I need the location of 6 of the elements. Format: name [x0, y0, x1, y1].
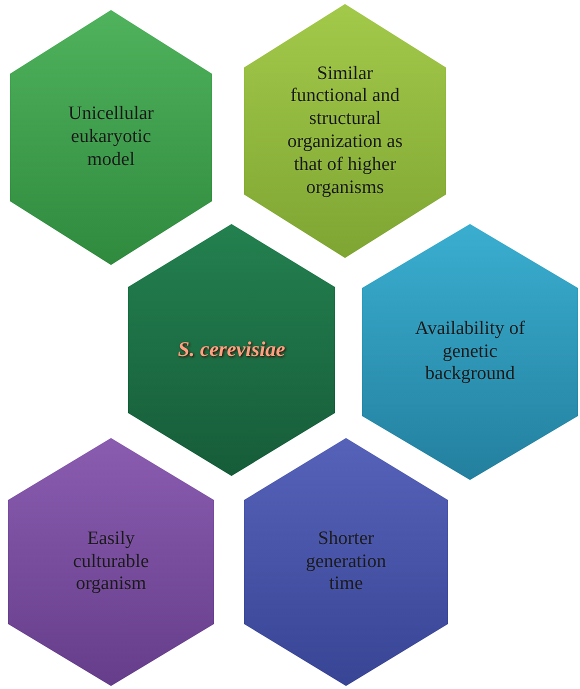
hexagon-label: Shorter generation time: [304, 528, 388, 596]
hexagon-label: Easily culturable organism: [72, 528, 150, 596]
hexagon-label: Availability of genetic background: [414, 318, 526, 386]
hexagon-label: Unicellular eukaryotic model: [67, 103, 155, 172]
hexagon-label: S. cerevisiae: [178, 337, 286, 363]
hexagon-label: Similar functional and structural organization as that of higher organisms: [286, 62, 404, 200]
